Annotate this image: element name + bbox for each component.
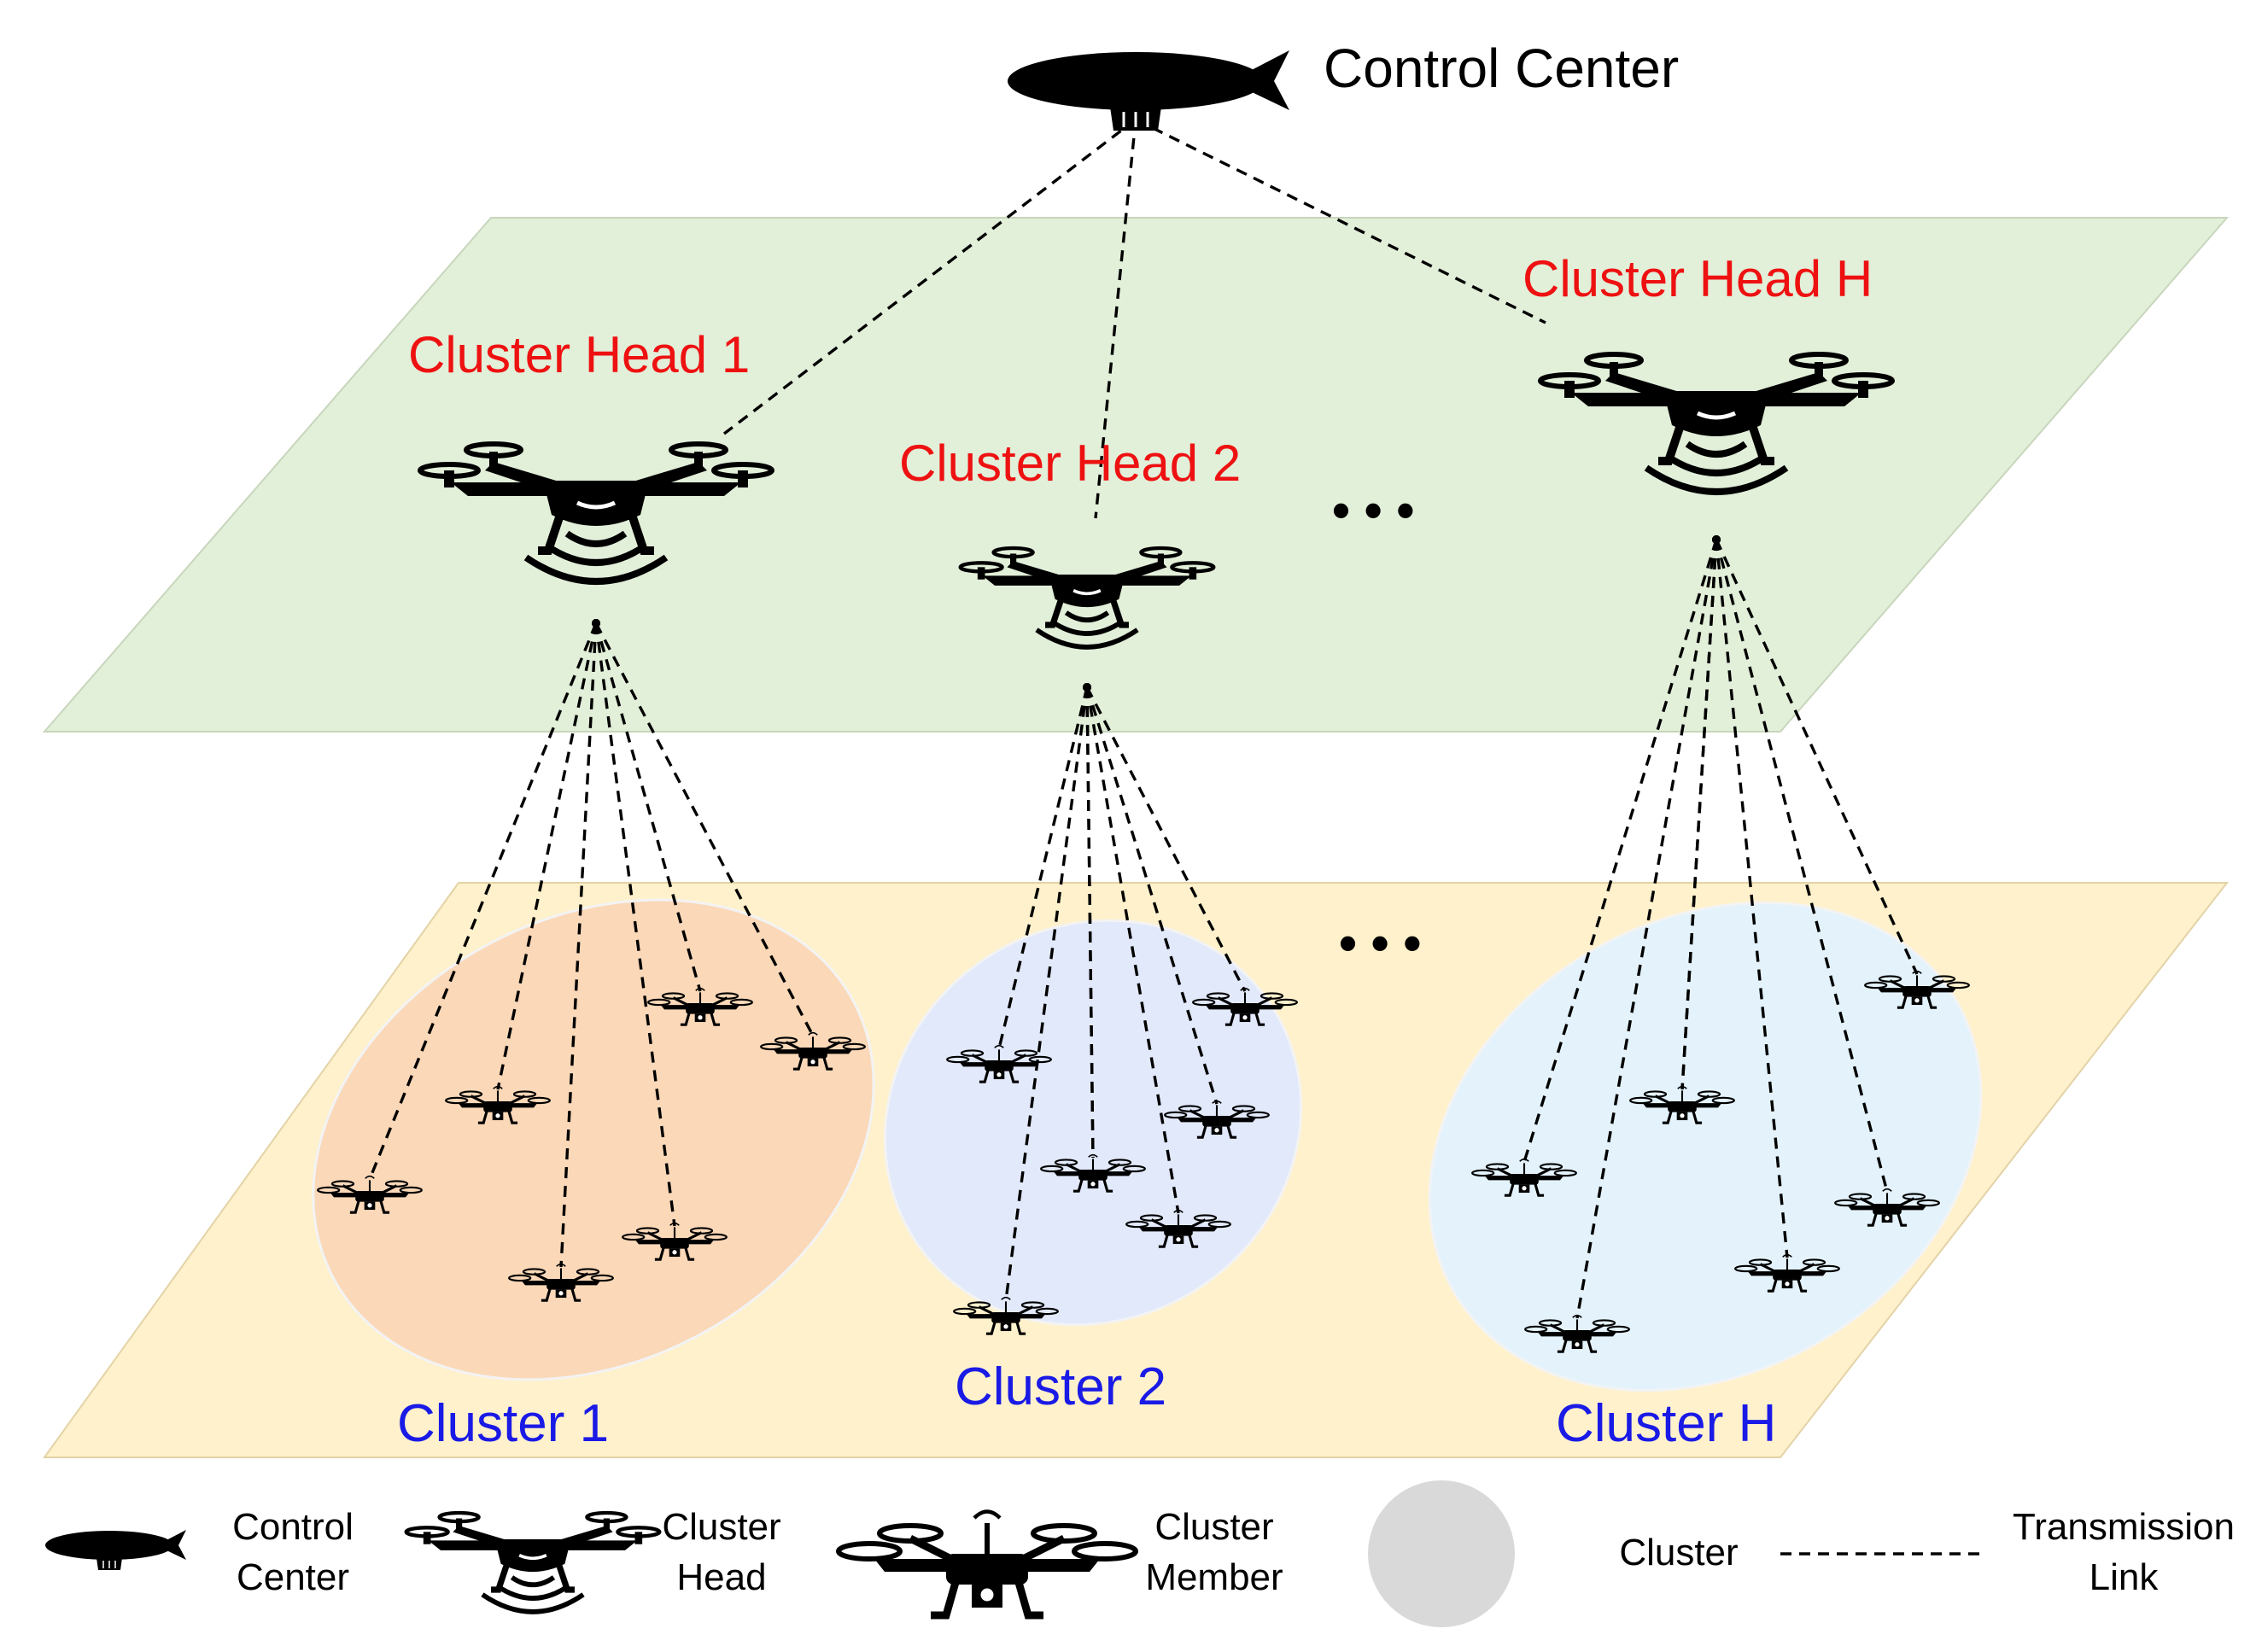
head-to-member-link	[1085, 686, 1095, 1159]
link-endpoint	[592, 619, 600, 628]
head-to-member-link	[1715, 539, 1789, 1258]
legend-cluster-line1: Cluster	[1619, 1532, 1738, 1573]
cluster-head-h-label: Cluster Head H	[1523, 250, 1873, 307]
head-to-member-link	[1680, 539, 1718, 1090]
link-endpoint	[1712, 535, 1721, 544]
legend-control-center-line1: Control	[232, 1506, 354, 1548]
control-to-head-link	[1135, 118, 1546, 324]
head-to-member-link	[368, 622, 598, 1180]
legend: Control Center Cluster Head Cluster Memb…	[44, 1480, 2235, 1627]
head-to-member-link	[1575, 539, 1718, 1319]
head-to-member-link	[1085, 686, 1247, 992]
head-to-member-link	[997, 686, 1089, 1049]
legend-cluster-ellipse-icon	[1368, 1480, 1515, 1627]
cluster-head-1-label: Cluster Head 1	[408, 326, 750, 383]
cluster-head-2-label: Cluster Head 2	[899, 435, 1241, 492]
head-to-member-link	[1004, 686, 1089, 1301]
head-to-member-link	[496, 622, 598, 1090]
cluster-1-label: Cluster 1	[397, 1394, 609, 1453]
legend-transmission-link-line1: Transmission	[2013, 1506, 2235, 1548]
control-center-label: Control Center	[1324, 38, 1679, 99]
cluster-1-region	[312, 898, 875, 1381]
head-to-member-link	[1715, 539, 1919, 975]
legend-cluster-head-line1: Cluster	[662, 1506, 780, 1548]
cluster-head-layer	[42, 217, 2230, 733]
legend-cluster-member-icon	[839, 1512, 1136, 1616]
legend-cluster-head-line2: Head	[676, 1556, 766, 1598]
head-to-member-link	[594, 622, 702, 992]
cluster-2-label: Cluster 2	[955, 1357, 1166, 1416]
legend-control-center-line2: Center	[237, 1556, 349, 1598]
head-to-member-link	[1085, 686, 1180, 1214]
head-to-member-link	[594, 622, 815, 1036]
head-to-member-link	[594, 622, 676, 1227]
control-center-airship-icon	[1006, 49, 1291, 132]
member-layer-ellipsis: • • •	[1339, 914, 1421, 972]
transmission-links	[368, 118, 1919, 1319]
head-to-member-link	[1523, 539, 1718, 1163]
head-layer-ellipsis: • • •	[1332, 482, 1414, 539]
cluster-h-label: Cluster H	[1556, 1394, 1776, 1453]
legend-transmission-link-line2: Link	[2089, 1556, 2160, 1598]
legend-airship-icon	[44, 1529, 187, 1571]
legend-cluster-member-line2: Member	[1145, 1556, 1283, 1598]
legend-cluster-head-icon	[406, 1513, 660, 1612]
legend-cluster-member-line1: Cluster	[1154, 1506, 1273, 1548]
control-to-head-link	[1094, 119, 1137, 519]
head-to-member-link	[1085, 686, 1219, 1105]
link-endpoint	[1083, 683, 1091, 692]
head-to-member-link	[559, 622, 598, 1268]
